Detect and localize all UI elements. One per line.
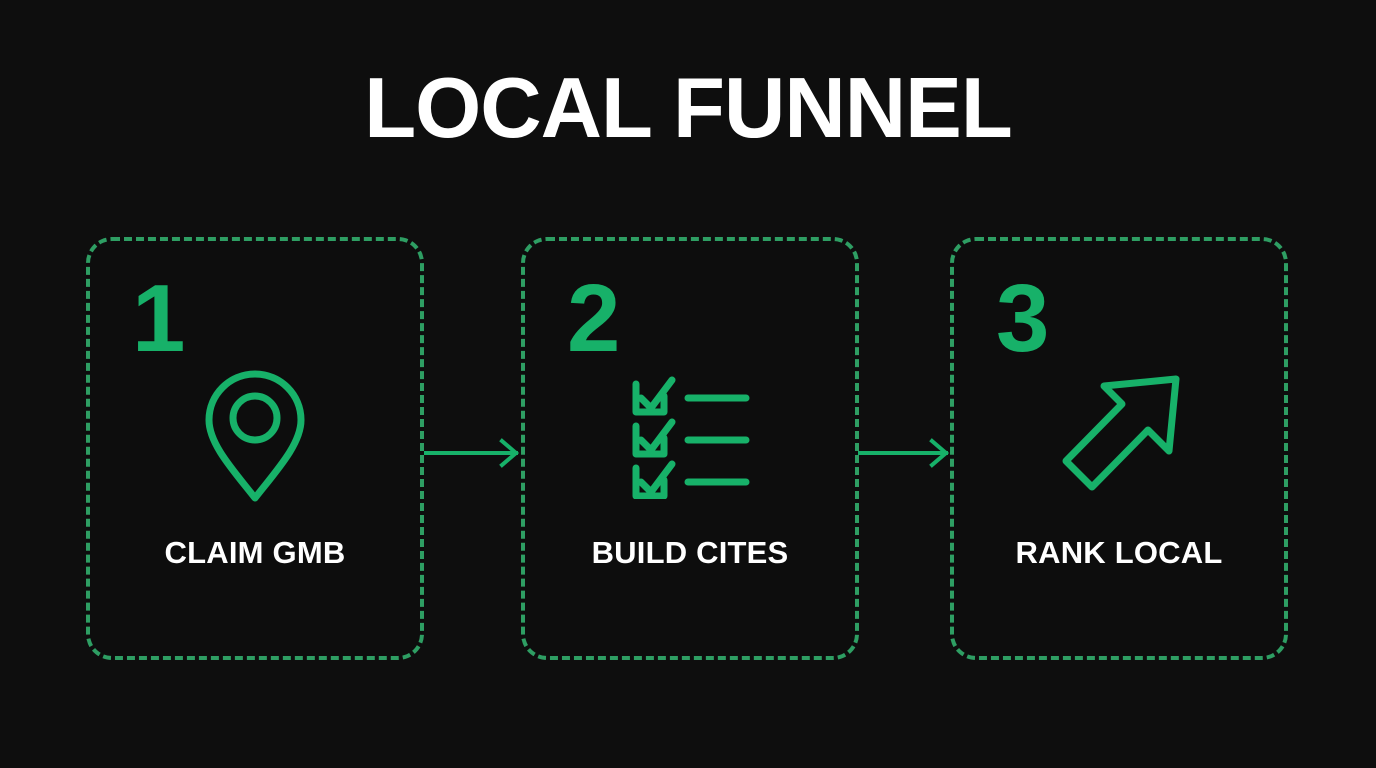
page-title: LOCAL FUNNEL xyxy=(364,61,1013,156)
step-label-2: BUILD CITES xyxy=(591,535,789,570)
step-number-2: 2 xyxy=(567,265,620,372)
map-pin-icon xyxy=(90,361,420,511)
arrow-step1-to-step2 xyxy=(424,433,521,473)
checklist-icon xyxy=(525,361,855,511)
step-label-3: RANK LOCAL xyxy=(1015,535,1223,570)
step-card-2[interactable]: 2 BUILD CITES xyxy=(521,237,859,660)
step-number-3: 3 xyxy=(996,265,1049,372)
step-label-1: CLAIM GMB xyxy=(164,535,346,570)
step-card-3[interactable]: 3 RANK LOCAL xyxy=(950,237,1288,660)
step-number-1: 1 xyxy=(132,265,185,372)
arrow-step2-to-step3 xyxy=(858,433,950,473)
step-card-1[interactable]: 1 CLAIM GMB xyxy=(86,237,424,660)
growth-arrow-icon xyxy=(954,361,1284,511)
